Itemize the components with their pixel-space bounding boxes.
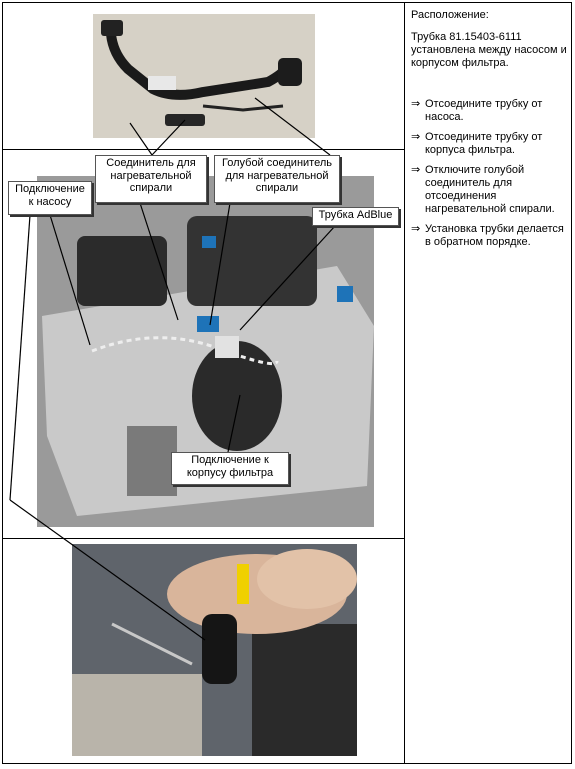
step-item: ⇒ Отсоедините трубку от корпуса фильтра. [411, 131, 568, 157]
row-divider-1 [2, 149, 405, 150]
step-text: Установка трубки делается в обратном пор… [425, 223, 564, 248]
callout-pump-connection: Подключение к насосу [8, 181, 92, 215]
location-heading: Расположение: [411, 9, 489, 21]
row-divider-2 [2, 538, 405, 539]
callout-filter-connection: Подключение к корпусу фильтра [171, 452, 289, 485]
callout-blue-heater-connector: Голубой соединитель для нагревательной с… [214, 155, 340, 203]
callout-adblue-tube: Трубка AdBlue [312, 207, 399, 226]
step-text: Отключите голубой соединитель для отсоед… [425, 164, 555, 215]
hand-disconnect-photo [72, 544, 357, 756]
step-item: ⇒ Отсоедините трубку от насоса. [411, 98, 568, 124]
double-right-arrow-icon: ⇒ [411, 164, 421, 176]
location-text: Трубка 81.15403-6111 установлена между н… [411, 31, 567, 69]
step-text: Отсоедините трубку от насоса. [425, 98, 543, 123]
double-right-arrow-icon: ⇒ [411, 223, 421, 235]
step-item: ⇒ Установка трубки делается в обратном п… [411, 223, 568, 249]
instructions-column: Расположение: Трубка 81.15403-6111 устан… [411, 9, 568, 256]
double-right-arrow-icon: ⇒ [411, 131, 421, 143]
callout-heater-connector: Соединитель для нагревательной спирали [95, 155, 207, 203]
tube-photo [93, 14, 315, 138]
step-text: Отсоедините трубку от корпуса фильтра. [425, 131, 543, 156]
column-divider [404, 2, 405, 764]
double-right-arrow-icon: ⇒ [411, 98, 421, 110]
step-item: ⇒ Отключите голубой соединитель для отсо… [411, 164, 568, 216]
steps-list: ⇒ Отсоедините трубку от насоса. ⇒ Отсоед… [411, 98, 568, 249]
